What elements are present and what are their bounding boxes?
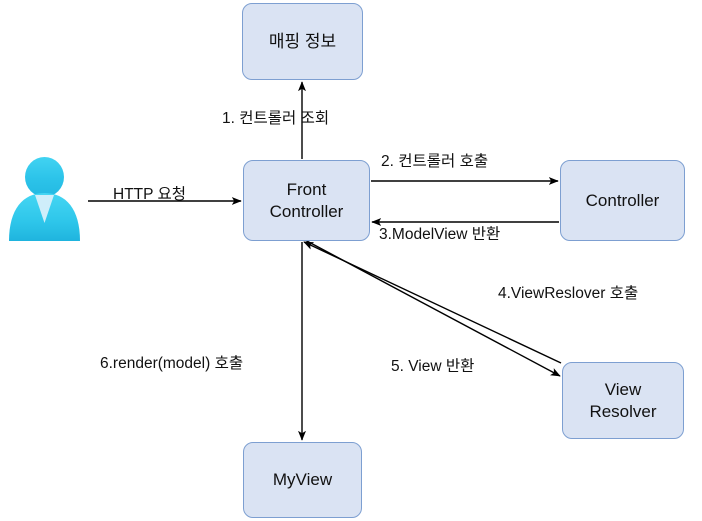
- node-front-controller[interactable]: Front Controller: [243, 160, 370, 241]
- node-my-view[interactable]: MyView: [243, 442, 362, 518]
- edge-label-call-viewresolver: 4.ViewReslover 호출: [498, 285, 639, 302]
- node-view-resolver[interactable]: View Resolver: [562, 362, 684, 439]
- edge-label-return-view: 5. View 반환: [391, 358, 475, 375]
- edge-label-http-request: HTTP 요청: [113, 186, 187, 203]
- edge-label-render-model: 6.render(model) 호출: [100, 355, 244, 372]
- node-controller[interactable]: Controller: [560, 160, 685, 241]
- edge-label-call-controller: 2. 컨트롤러 호출: [381, 153, 489, 170]
- user-actor-icon: [9, 157, 80, 241]
- edge-label-lookup-controller: 1. 컨트롤러 조회: [222, 110, 330, 127]
- user-actor: [6, 155, 84, 247]
- node-mapping-info[interactable]: 매핑 정보: [242, 3, 363, 80]
- edge-label-return-modelview: 3.ModelView 반환: [379, 226, 501, 243]
- edge-return-view: [303, 241, 562, 364]
